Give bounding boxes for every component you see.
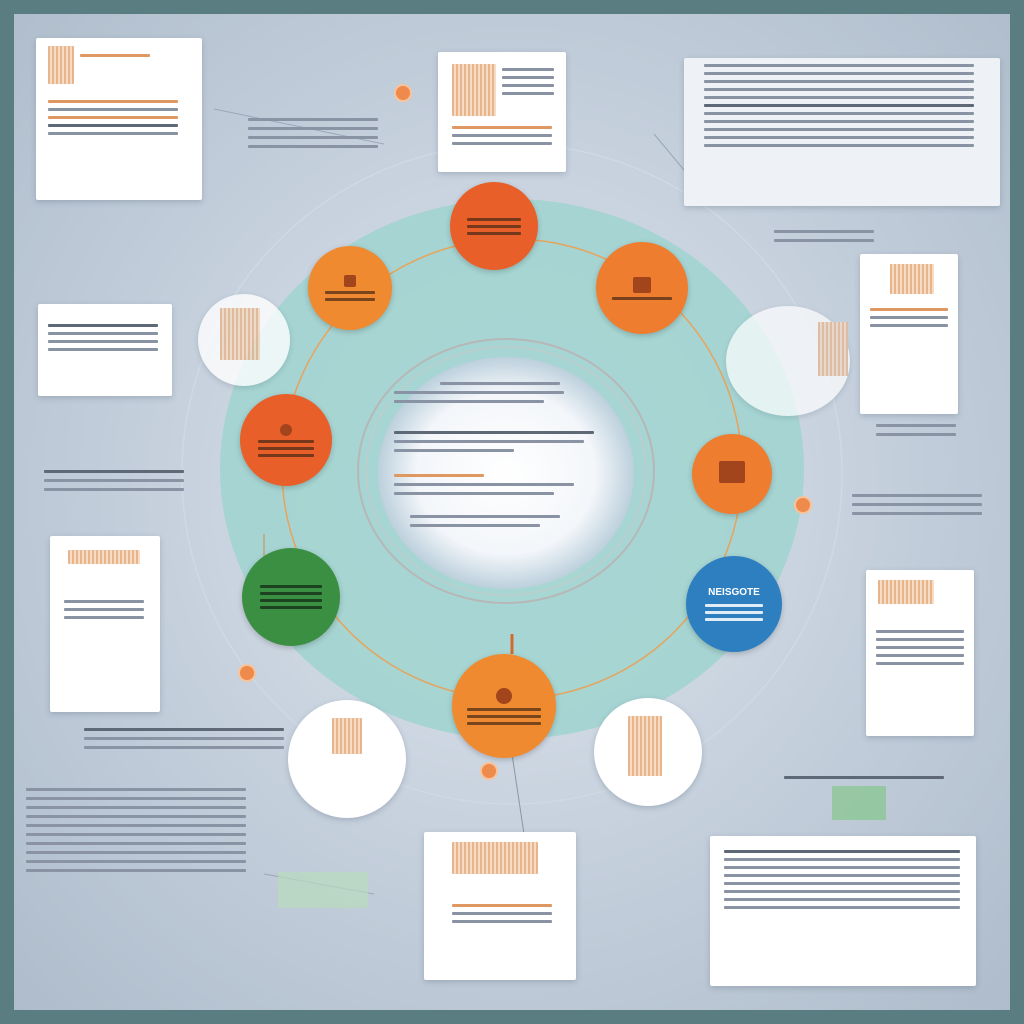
node-left-icon	[280, 423, 292, 436]
card-top-center	[438, 52, 566, 172]
card-bottom-center	[424, 832, 576, 980]
bubble-bottom-right	[594, 698, 702, 806]
node-upper-left[interactable]	[308, 246, 392, 330]
node-lower-right-label: NEISGOTE	[708, 587, 760, 598]
node-bottom[interactable]	[452, 654, 556, 758]
marker-dot	[794, 496, 812, 514]
text-bubble-bottom-left	[84, 728, 284, 749]
text-right-upper-mid	[876, 424, 956, 436]
card-right-lower	[866, 570, 974, 736]
bubble-left-upper	[198, 294, 290, 386]
green-tag	[832, 786, 886, 820]
text-left-bottom-list	[26, 788, 246, 872]
marker-dot	[394, 84, 412, 102]
card-right-upper	[860, 254, 958, 414]
marker-dot	[238, 664, 256, 682]
node-right-icon	[719, 461, 745, 483]
text-bottom-right-caption	[784, 776, 944, 779]
text-upper-left-caption	[248, 118, 378, 148]
node-upper-right-icon	[633, 276, 651, 293]
card-top-right	[684, 58, 1000, 206]
green-tag	[278, 872, 368, 908]
center-hub-text	[394, 382, 604, 527]
text-right-mid	[852, 494, 982, 515]
node-upper-left-icon	[344, 275, 356, 287]
diagram-canvas: NEISGOTE	[14, 14, 1010, 1010]
card-left-upper	[38, 304, 172, 396]
text-right-top-caption	[774, 230, 874, 242]
node-right[interactable]	[692, 434, 772, 514]
card-left-lower	[50, 536, 160, 712]
node-lower-right[interactable]: NEISGOTE	[686, 556, 782, 652]
bubble-right-upper	[726, 306, 850, 416]
node-upper-right[interactable]	[596, 242, 688, 334]
node-top[interactable]	[450, 182, 538, 270]
marker-dot	[480, 762, 498, 780]
bubble-bottom-left	[288, 700, 406, 818]
card-top-left	[36, 38, 202, 200]
node-lower-left[interactable]	[242, 548, 340, 646]
node-bottom-icon	[496, 687, 512, 704]
card-bottom-right	[710, 836, 976, 986]
text-left-mid	[44, 470, 184, 491]
node-left[interactable]	[240, 394, 332, 486]
